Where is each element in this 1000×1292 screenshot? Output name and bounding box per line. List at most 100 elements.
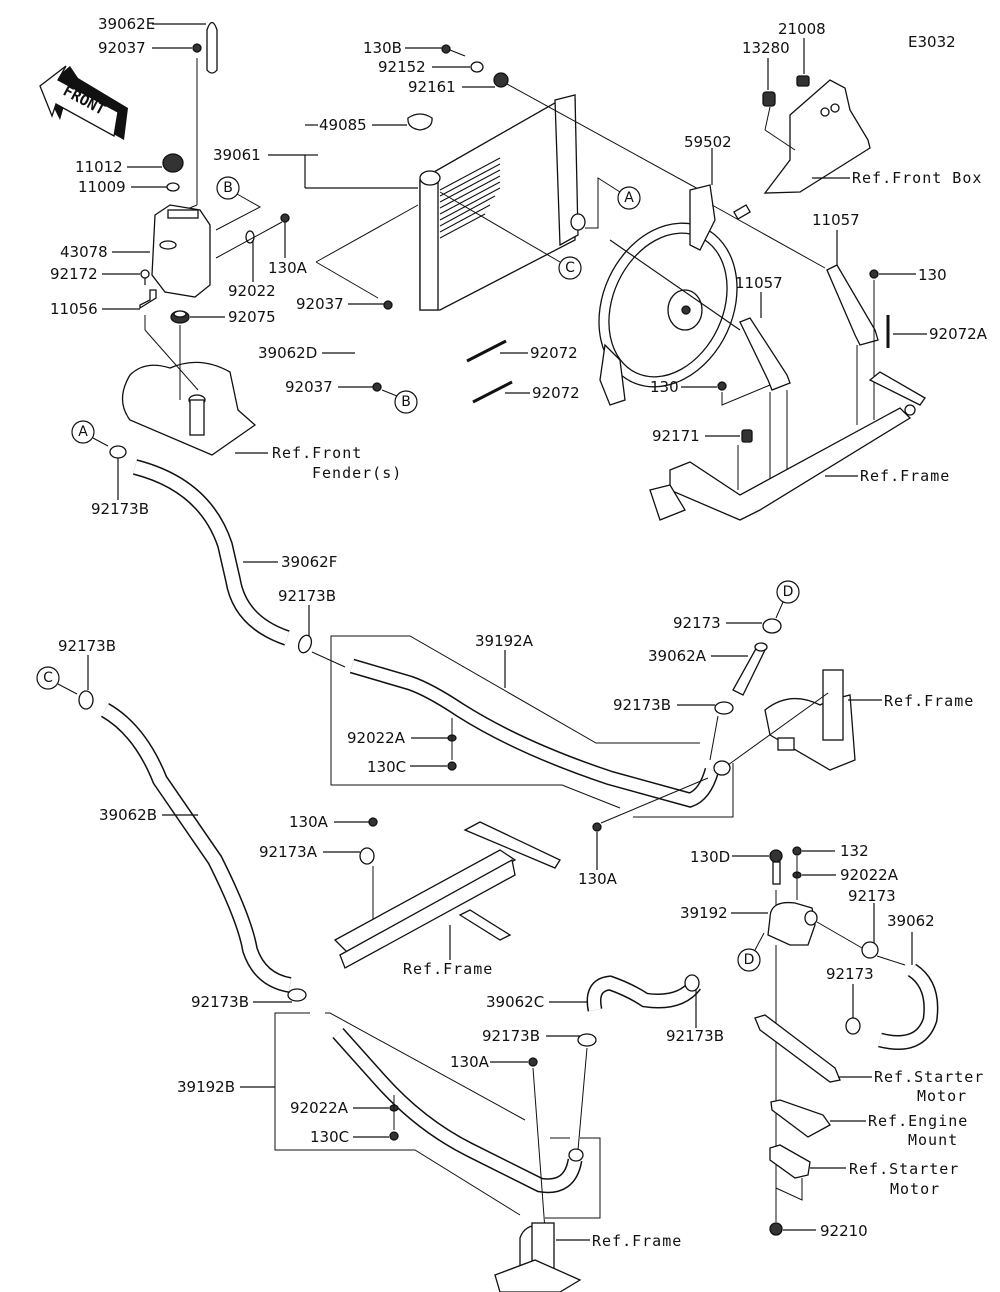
part-label-130D[interactable]: 130D <box>690 848 730 866</box>
grommet-92161[interactable] <box>493 72 509 88</box>
bolt-130B[interactable] <box>441 44 466 57</box>
part-label-92173B-f[interactable]: 92173B <box>278 587 336 605</box>
part-label-39192A[interactable]: 39192A <box>475 632 534 650</box>
part-label-92072A[interactable]: 92072A <box>929 325 988 343</box>
hose-clamp-92173-2[interactable] <box>845 1017 861 1035</box>
part-label-39061[interactable]: 39061 <box>213 146 261 164</box>
part-label-39192B[interactable]: 39192B <box>177 1078 235 1096</box>
bolt-130-left[interactable] <box>717 381 727 391</box>
hose-clamp-92173-d[interactable] <box>762 618 782 634</box>
part-label-92171[interactable]: 92171 <box>652 427 700 445</box>
part-label-39062E[interactable]: 39062E <box>98 15 155 33</box>
hose-clamp-92173B-c[interactable] <box>78 690 94 710</box>
hose-clamp-92037-mid[interactable] <box>383 300 393 310</box>
part-label-11057-right[interactable]: 11057 <box>812 211 860 229</box>
radiator-39061[interactable] <box>419 94 586 311</box>
bolt-130A-tank[interactable] <box>280 213 290 223</box>
gasket-11009[interactable] <box>166 182 180 192</box>
part-label-92037-top[interactable]: 92037 <box>98 39 146 57</box>
tank-cap-11012[interactable] <box>162 153 184 173</box>
part-label-11057-left[interactable]: 11057 <box>735 274 783 292</box>
hose-39062[interactable] <box>878 963 939 1050</box>
radiator-cap-49085[interactable] <box>407 113 433 131</box>
part-label-92173-d[interactable]: 92173 <box>673 614 721 632</box>
part-label-92173B-r[interactable]: 92173B <box>666 1027 724 1045</box>
part-label-130-left[interactable]: 130 <box>650 378 679 396</box>
reservoir-tank-43078[interactable] <box>151 204 211 298</box>
part-label-92173B-b[interactable]: 92173B <box>191 993 249 1011</box>
part-label-92173-1[interactable]: 92173 <box>848 887 896 905</box>
part-label-92152[interactable]: 92152 <box>378 58 426 76</box>
part-label-130C-2[interactable]: 130C <box>310 1128 349 1146</box>
hose-clamp-92173B-b[interactable] <box>287 988 307 1002</box>
hose-clamp-92173B-mid[interactable] <box>714 701 734 715</box>
overflow-hose-39062D[interactable] <box>354 310 413 385</box>
part-label-132[interactable]: 132 <box>840 842 869 860</box>
cable-tie-92072-1[interactable] <box>466 339 507 363</box>
part-label-92022A-1[interactable]: 92022A <box>347 729 406 747</box>
part-label-11012[interactable]: 11012 <box>75 158 123 176</box>
hose-39062A[interactable] <box>732 642 768 696</box>
cap-21008[interactable] <box>796 75 810 87</box>
part-label-92037-low[interactable]: 92037 <box>285 378 333 396</box>
part-label-92161[interactable]: 92161 <box>408 78 456 96</box>
bolt-130C-1[interactable] <box>447 761 457 771</box>
part-label-92210[interactable]: 92210 <box>820 1222 868 1240</box>
bolt-132[interactable] <box>792 846 802 856</box>
part-label-39062C[interactable]: 39062C <box>486 993 544 1011</box>
part-label-92075[interactable]: 92075 <box>228 308 276 326</box>
part-label-13280[interactable]: 13280 <box>742 39 790 57</box>
part-label-130C-1[interactable]: 130C <box>367 758 406 776</box>
part-label-39062[interactable]: 39062 <box>887 912 935 930</box>
part-label-130B[interactable]: 130B <box>363 39 402 57</box>
part-label-92022A-3[interactable]: 92022A <box>290 1099 349 1117</box>
bolt-130-right[interactable] <box>869 269 879 279</box>
hose-clamp-92173B-a[interactable] <box>109 445 127 459</box>
part-label-92072-2[interactable]: 92072 <box>532 384 580 402</box>
part-label-49085[interactable]: 49085 <box>319 116 367 134</box>
part-label-11009[interactable]: 11009 <box>78 178 126 196</box>
bolt-130C-2[interactable] <box>389 1131 399 1141</box>
hose-clamp-92037-top[interactable] <box>192 43 202 53</box>
bracket-11056[interactable] <box>139 289 157 310</box>
reservoir-hose-39062E[interactable] <box>206 21 218 74</box>
part-label-11056[interactable]: 11056 <box>50 300 98 318</box>
part-label-130A-low[interactable]: 130A <box>450 1053 490 1071</box>
part-label-130A-frame[interactable]: 130A <box>289 813 329 831</box>
screw-92172[interactable] <box>140 269 150 285</box>
fan-assembly-59502[interactable] <box>573 184 763 410</box>
hose-39062F[interactable] <box>132 459 290 646</box>
part-label-130A-pipe[interactable]: 130A <box>578 870 618 888</box>
part-label-39192[interactable]: 39192 <box>680 904 728 922</box>
water-pipe-39192A[interactable] <box>349 658 731 808</box>
part-label-39062A[interactable]: 39062A <box>648 647 707 665</box>
collar-92152[interactable] <box>470 61 484 73</box>
part-label-92022A-2[interactable]: 92022A <box>840 866 899 884</box>
part-label-92173B-a[interactable]: 92173B <box>91 500 149 518</box>
hose-clamp-92173B-f[interactable] <box>296 633 313 654</box>
part-label-92173B-mid[interactable]: 92173B <box>613 696 671 714</box>
bolt-130A-low[interactable] <box>528 1057 538 1067</box>
pipe-fitting-39192[interactable] <box>767 901 818 946</box>
hose-39062B[interactable] <box>100 703 292 993</box>
switch-13280[interactable] <box>762 91 776 107</box>
part-label-39062D[interactable]: 39062D <box>258 344 317 362</box>
part-label-92022[interactable]: 92022 <box>228 282 276 300</box>
part-label-130-right[interactable]: 130 <box>918 266 947 284</box>
part-label-92173B-c[interactable]: 92173B <box>58 637 116 655</box>
hose-clamp-92037-low[interactable] <box>372 382 382 392</box>
hose-clamp-92173B-r[interactable] <box>684 974 700 992</box>
part-label-92173-2[interactable]: 92173 <box>826 965 874 983</box>
clip-92171[interactable] <box>741 429 753 443</box>
part-label-92172[interactable]: 92172 <box>50 265 98 283</box>
part-label-92072-1[interactable]: 92072 <box>530 344 578 362</box>
bolt-130D[interactable] <box>769 849 783 885</box>
part-label-21008[interactable]: 21008 <box>778 20 826 38</box>
part-label-92173B-c2[interactable]: 92173B <box>482 1027 540 1045</box>
nut-92210[interactable] <box>769 1222 783 1236</box>
cable-tie-92072-2[interactable] <box>472 380 513 404</box>
part-label-39062F[interactable]: 39062F <box>281 553 337 571</box>
part-label-39062B[interactable]: 39062B <box>99 806 157 824</box>
part-label-92173A[interactable]: 92173A <box>259 843 318 861</box>
hose-39062C[interactable] <box>586 975 701 1012</box>
